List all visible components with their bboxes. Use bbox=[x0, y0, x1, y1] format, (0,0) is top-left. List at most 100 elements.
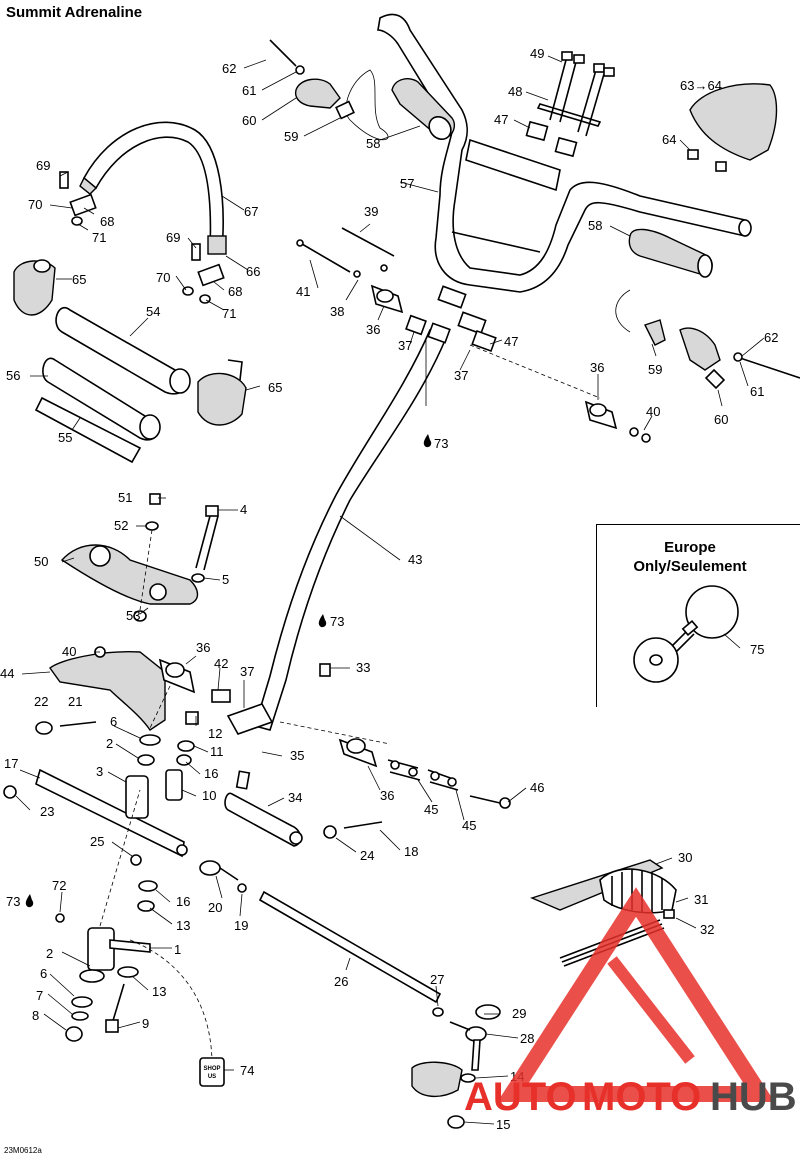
label-69-b: 69 bbox=[166, 230, 180, 245]
label-70: 70 bbox=[28, 197, 42, 212]
handlebar-cover-63 bbox=[687, 83, 778, 172]
label-67: 67 bbox=[244, 204, 258, 219]
label-7: 7 bbox=[36, 988, 43, 1003]
label-13: 13 bbox=[176, 918, 190, 933]
drop-icon bbox=[423, 434, 432, 448]
lower-bracket-3-17 bbox=[3, 768, 188, 866]
grip-right-58 bbox=[628, 228, 713, 278]
label-4: 4 bbox=[240, 502, 247, 517]
svg-text:US: US bbox=[208, 1074, 216, 1080]
label-34: 34 bbox=[288, 790, 302, 805]
leader-lines bbox=[15, 55, 765, 1125]
handlebar-57 bbox=[377, 13, 752, 293]
label-55: 55 bbox=[58, 430, 72, 445]
label-35: 35 bbox=[290, 748, 304, 763]
callout-labels: 62 61 60 59 58 49 48 47 63→64 64 69 70 6… bbox=[0, 46, 778, 1132]
label-65: 65 bbox=[72, 272, 86, 287]
label-38: 38 bbox=[330, 304, 344, 319]
tie-rod-45 bbox=[338, 738, 511, 809]
label-59-b: 59 bbox=[648, 362, 662, 377]
grip-left-58 bbox=[345, 69, 456, 141]
label-73-b: 73 bbox=[330, 614, 344, 629]
label-16: 16 bbox=[204, 766, 218, 781]
label-68-b: 68 bbox=[228, 284, 242, 299]
diagram-title: Summit Adrenaline bbox=[6, 4, 143, 21]
label-64: 64 bbox=[662, 132, 676, 147]
label-45: 45 bbox=[424, 802, 438, 817]
label-41: 41 bbox=[296, 284, 310, 299]
watermark-auto: AUTO bbox=[464, 1075, 577, 1119]
label-29: 29 bbox=[512, 1006, 526, 1021]
label-22: 22 bbox=[34, 694, 48, 709]
label-9: 9 bbox=[142, 1016, 149, 1031]
clamp-bolt-41 bbox=[296, 227, 395, 278]
label-42: 42 bbox=[214, 656, 228, 671]
label-53: 53 bbox=[126, 608, 140, 623]
label-18: 18 bbox=[404, 844, 418, 859]
watermark-hub: HUB bbox=[710, 1075, 797, 1119]
label-15: 15 bbox=[496, 1117, 510, 1132]
diagram-code: 23M0612a bbox=[4, 1146, 42, 1155]
mirror-75 bbox=[633, 585, 739, 683]
ski-leg-joint-28 bbox=[411, 1004, 501, 1129]
clamp-block-36-lower bbox=[158, 658, 391, 745]
label-60: 60 bbox=[242, 113, 256, 128]
drop-icon bbox=[318, 614, 327, 628]
label-36-d: 36 bbox=[380, 788, 394, 803]
label-59: 59 bbox=[284, 129, 298, 144]
label-32: 32 bbox=[700, 922, 714, 937]
bracket-50 bbox=[60, 544, 199, 605]
label-70-b: 70 bbox=[156, 270, 170, 285]
label-75: 75 bbox=[750, 642, 764, 657]
pad-65-a bbox=[13, 259, 56, 316]
label-37-b: 37 bbox=[454, 368, 468, 383]
label-39: 39 bbox=[364, 204, 378, 219]
label-48: 48 bbox=[508, 84, 522, 99]
label-40: 40 bbox=[646, 404, 660, 419]
label-3: 3 bbox=[96, 764, 103, 779]
label-51: 51 bbox=[118, 490, 132, 505]
label-72: 72 bbox=[52, 878, 66, 893]
lower-bracket-44 bbox=[49, 646, 166, 731]
pad-56 bbox=[42, 357, 161, 441]
label-65-b: 65 bbox=[268, 380, 282, 395]
steering-column-43 bbox=[253, 328, 448, 731]
brake-lever-59 bbox=[615, 289, 800, 390]
label-36-b: 36 bbox=[590, 360, 604, 375]
label-37-c: 37 bbox=[240, 664, 254, 679]
label-6: 6 bbox=[110, 714, 117, 729]
throttle-60 bbox=[269, 39, 355, 120]
label-54: 54 bbox=[146, 304, 160, 319]
label-20: 20 bbox=[208, 900, 222, 915]
pad-54 bbox=[55, 306, 191, 395]
tie-rod-26 bbox=[199, 860, 444, 1017]
clamp-47-48-49 bbox=[525, 51, 615, 158]
steering-arm-34 bbox=[224, 770, 383, 847]
svg-text:SHOP: SHOP bbox=[203, 1066, 220, 1072]
drop-icon bbox=[25, 894, 34, 908]
label-60-b: 60 bbox=[714, 412, 728, 427]
label-24: 24 bbox=[360, 848, 374, 863]
label-58-b: 58 bbox=[588, 218, 602, 233]
clamp-block-36-right bbox=[584, 400, 651, 443]
label-45-b: 45 bbox=[462, 818, 476, 833]
label-74: 74 bbox=[240, 1063, 254, 1078]
label-40-b: 40 bbox=[62, 644, 76, 659]
label-17: 17 bbox=[4, 756, 18, 771]
label-49: 49 bbox=[530, 46, 544, 61]
label-31: 31 bbox=[694, 892, 708, 907]
clamp-block-36-upper bbox=[370, 284, 601, 399]
label-10: 10 bbox=[202, 788, 216, 803]
clamp-68-a bbox=[59, 171, 97, 226]
label-69: 69 bbox=[36, 158, 50, 173]
handle-riser-67 bbox=[79, 121, 227, 255]
label-52: 52 bbox=[114, 518, 128, 533]
label-66: 66 bbox=[246, 264, 260, 279]
label-2-b: 2 bbox=[46, 946, 53, 961]
label-36-c: 36 bbox=[196, 640, 210, 655]
label-61: 61 bbox=[242, 83, 256, 98]
label-56: 56 bbox=[6, 368, 20, 383]
label-63-64: 63→64 bbox=[680, 78, 722, 93]
label-25: 25 bbox=[90, 834, 104, 849]
